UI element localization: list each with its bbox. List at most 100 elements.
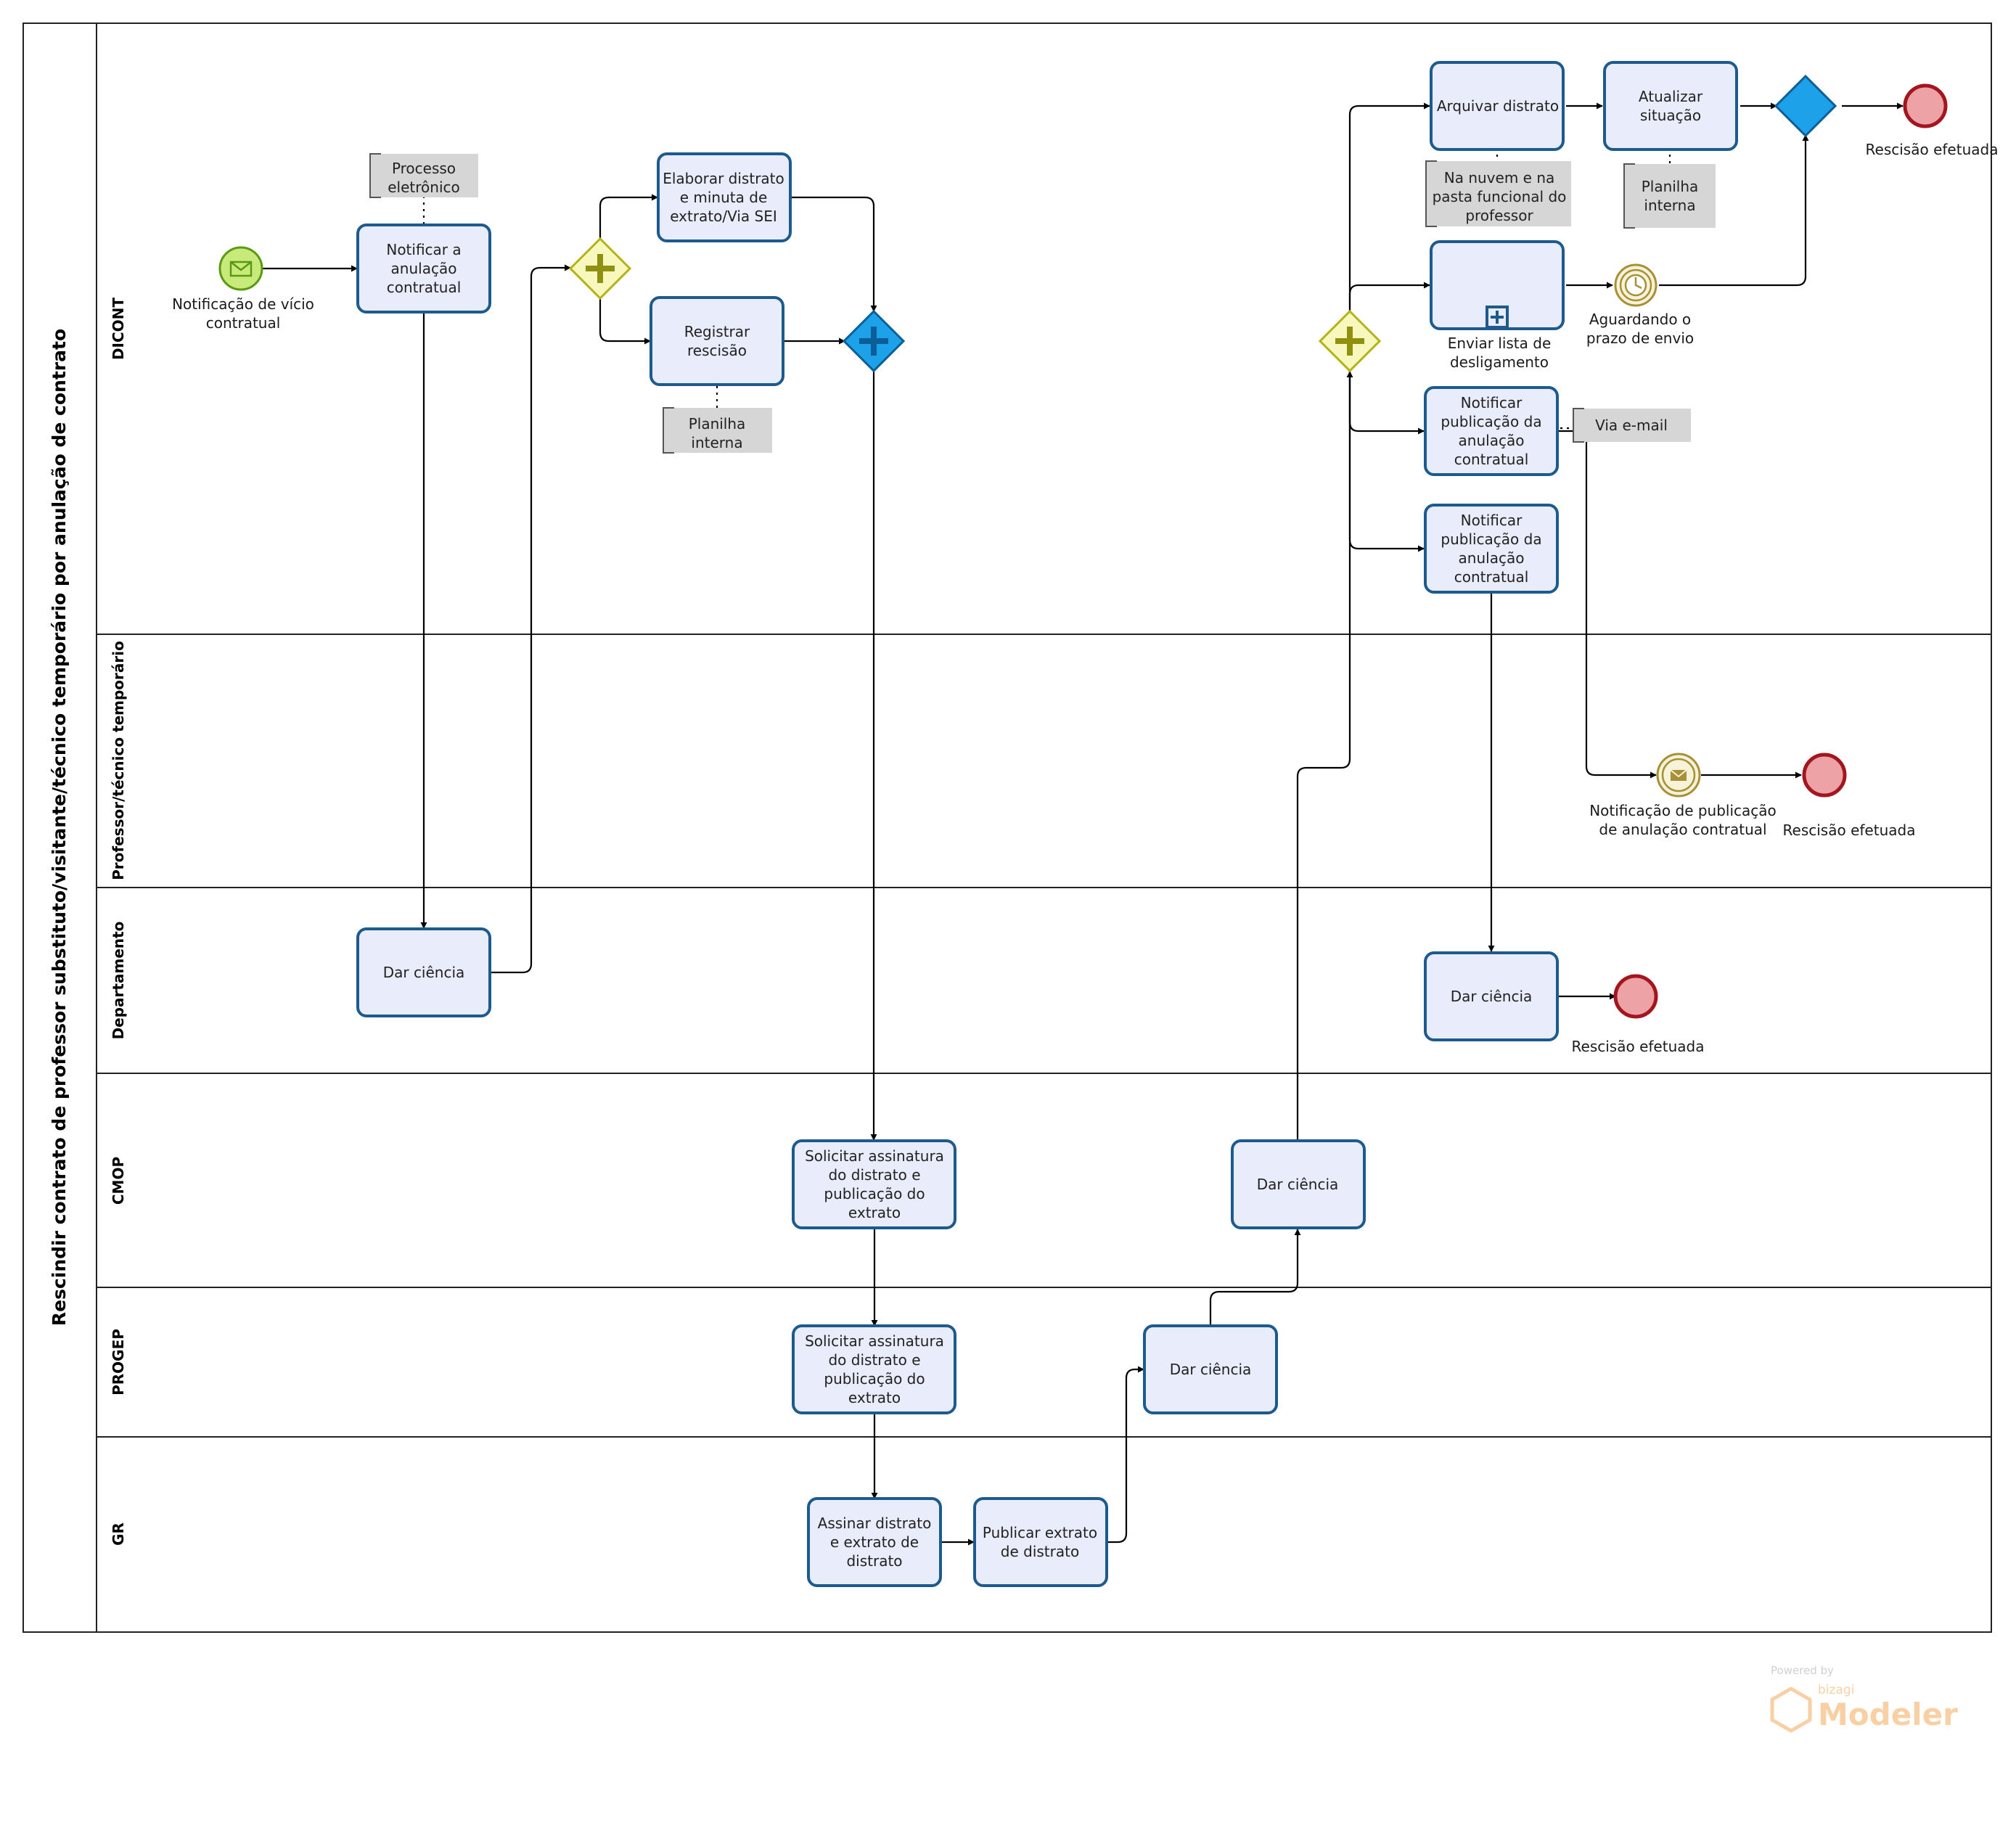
text-line: Na nuvem e na xyxy=(1444,169,1555,187)
lane-cmop-label: CMOP xyxy=(110,1157,127,1205)
text-line: extrato/Via SEI xyxy=(670,208,777,225)
text-line: prazo de envio xyxy=(1586,329,1694,347)
text-line: de distrato xyxy=(1001,1543,1079,1560)
task-dar-ciencia-departamento-1[interactable]: Dar ciência xyxy=(356,927,491,1017)
task-notificar-publicacao-1[interactable]: Notificar publicação da anulação contratual xyxy=(1424,386,1559,476)
text-line: Rescisão efetuada xyxy=(1866,141,1999,158)
intermediate-event-label: Notificação de publicação de anulação con… xyxy=(1589,802,1777,838)
task-registrar-rescisao[interactable]: Registrar rescisão xyxy=(650,296,784,386)
text-line: Dar ciência xyxy=(1170,1361,1252,1378)
sequence-flows xyxy=(263,102,1904,1546)
task-dar-ciencia-progep[interactable]: Dar ciência xyxy=(1143,1324,1278,1414)
text-line: Arquivar distrato xyxy=(1437,97,1559,115)
text-line: contratual xyxy=(387,279,462,296)
text-line: extrato xyxy=(848,1204,901,1221)
text-line: anulação xyxy=(1459,549,1525,567)
task-enviar-lista-subprocess[interactable] xyxy=(1430,240,1565,330)
text-line: Atualizar xyxy=(1639,88,1703,105)
task-arquivar-distrato[interactable]: Arquivar distrato xyxy=(1430,61,1565,151)
text-line: anulação xyxy=(1459,432,1525,449)
end-event-departamento[interactable] xyxy=(1613,974,1658,1019)
annotation-processo-eletronico: Processo eletrônico xyxy=(369,153,478,198)
text-line: do distrato e xyxy=(828,1166,920,1184)
text-line: anulação xyxy=(391,260,457,277)
text-line: Publicar extrato xyxy=(983,1524,1097,1541)
task-notificar-anulacao[interactable]: Notificar a anulação contratual xyxy=(356,224,491,313)
text-line: contratual xyxy=(206,314,281,332)
text-line: Registrar xyxy=(684,323,750,340)
text-line: publicação do xyxy=(824,1185,925,1202)
text-line: Notificação de publicação xyxy=(1589,802,1777,819)
task-atualizar-situacao[interactable]: Atualizar situação xyxy=(1603,61,1738,151)
parallel-gateway-join[interactable] xyxy=(842,309,906,373)
text-line: Dar ciência xyxy=(1451,988,1533,1005)
text-line: Aguardando o xyxy=(1589,311,1691,328)
text-line: e minuta de xyxy=(680,189,768,206)
text-line: Solicitar assinatura xyxy=(805,1147,944,1165)
gateway-merge-end[interactable] xyxy=(1774,74,1837,138)
text-line: extrato xyxy=(848,1389,901,1406)
intermediate-message-event[interactable] xyxy=(1656,753,1701,798)
lane-progep-label: PROGEP xyxy=(110,1329,127,1396)
text-line: Elaborar distrato xyxy=(663,170,784,187)
text-line: eletrônico xyxy=(388,179,460,196)
text-line: contratual xyxy=(1454,568,1529,586)
annotation-planilha-atualizar: Planilha interna xyxy=(1623,163,1716,229)
end-event-departamento-label: Rescisão efetuada xyxy=(1572,1038,1705,1055)
watermark-powered: Powered by xyxy=(1771,1664,1834,1677)
pool-title: Rescindir contrato de professor substitu… xyxy=(49,329,70,1326)
text-line: interna xyxy=(1644,197,1695,214)
text-line: do distrato e xyxy=(828,1351,920,1369)
task-dar-ciencia-cmop[interactable]: Dar ciência xyxy=(1231,1139,1366,1229)
task-dar-ciencia-departamento-2[interactable]: Dar ciência xyxy=(1424,951,1559,1041)
text-line: Via e-mail xyxy=(1595,417,1668,434)
parallel-gateway-split-2[interactable] xyxy=(1318,309,1382,373)
text-line: Processo xyxy=(392,160,456,177)
text-line: de anulação contratual xyxy=(1599,821,1766,838)
parallel-gateway-split-1[interactable] xyxy=(568,237,632,300)
annotation-via-email: Via e-mail xyxy=(1573,408,1691,443)
text-line: desligamento xyxy=(1450,353,1549,371)
end-event-professor[interactable] xyxy=(1802,753,1847,798)
text-line: e extrato de xyxy=(830,1533,919,1551)
end-event-dicont[interactable] xyxy=(1903,83,1948,128)
text-line: Rescisão efetuada xyxy=(1572,1038,1705,1055)
text-line: Dar ciência xyxy=(1257,1176,1339,1193)
task-elaborar-distrato[interactable]: Elaborar distrato e minuta de extrato/Via … xyxy=(657,152,792,242)
text-line: Notificar xyxy=(1461,512,1523,529)
end-event-dicont-label: Rescisão efetuada xyxy=(1866,141,1999,158)
text-line: professor xyxy=(1465,207,1533,224)
task-publicar-extrato[interactable]: Publicar extrato de distrato xyxy=(973,1497,1108,1587)
text-line: interna xyxy=(691,434,742,451)
end-event-professor-label: Rescisão efetuada xyxy=(1783,821,1916,839)
text-line: contratual xyxy=(1454,451,1529,468)
text-line: Planilha xyxy=(1642,178,1699,195)
text-line: publicação da xyxy=(1441,530,1541,548)
timer-event[interactable] xyxy=(1614,263,1658,307)
lane-dicont-label: DICONT xyxy=(110,298,127,360)
text-line: Rescisão efetuada xyxy=(1783,821,1916,839)
text-line: Notificar a xyxy=(386,241,461,258)
bizagi-watermark: Powered by bizagi Modeler xyxy=(1770,1664,1958,1733)
lane-gr-label: GR xyxy=(110,1523,127,1546)
text-line: distrato xyxy=(846,1552,902,1570)
lane-professor-label: Professor/técnico temporário xyxy=(110,641,127,880)
text-line: Notificar xyxy=(1461,394,1523,411)
text-line: Solicitar assinatura xyxy=(805,1332,944,1350)
start-event-message[interactable] xyxy=(218,246,263,291)
text-line: situação xyxy=(1640,107,1701,124)
text-line: rescisão xyxy=(687,342,747,359)
text-line: publicação da xyxy=(1441,413,1541,430)
text-line: pasta funcional do xyxy=(1433,188,1567,205)
text-line: Dar ciência xyxy=(383,964,465,981)
watermark-product: Modeler xyxy=(1818,1697,1958,1732)
